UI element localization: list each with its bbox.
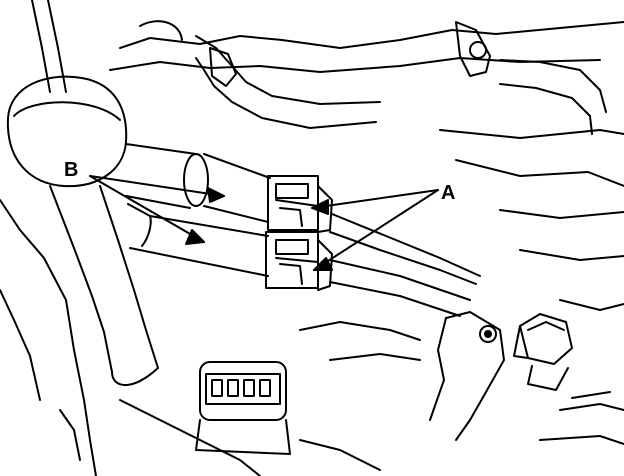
engine-body-right <box>439 129 624 445</box>
lower-hose <box>127 203 269 277</box>
upper-wiring-harness <box>109 20 624 135</box>
hex-bolt <box>513 313 573 391</box>
canister-top <box>6 75 128 188</box>
right-pipes <box>329 213 481 317</box>
engine-body-left <box>0 199 421 476</box>
upper-hose <box>125 143 271 223</box>
callout-label-a: A <box>441 182 456 204</box>
upper-clamp <box>267 175 333 233</box>
main-hose <box>49 185 159 386</box>
callout-label-b: B <box>64 159 79 181</box>
bracket <box>429 311 505 441</box>
label-a-leaders <box>311 189 439 271</box>
electrical-connector <box>195 361 291 455</box>
label-b-leaders <box>89 175 225 245</box>
